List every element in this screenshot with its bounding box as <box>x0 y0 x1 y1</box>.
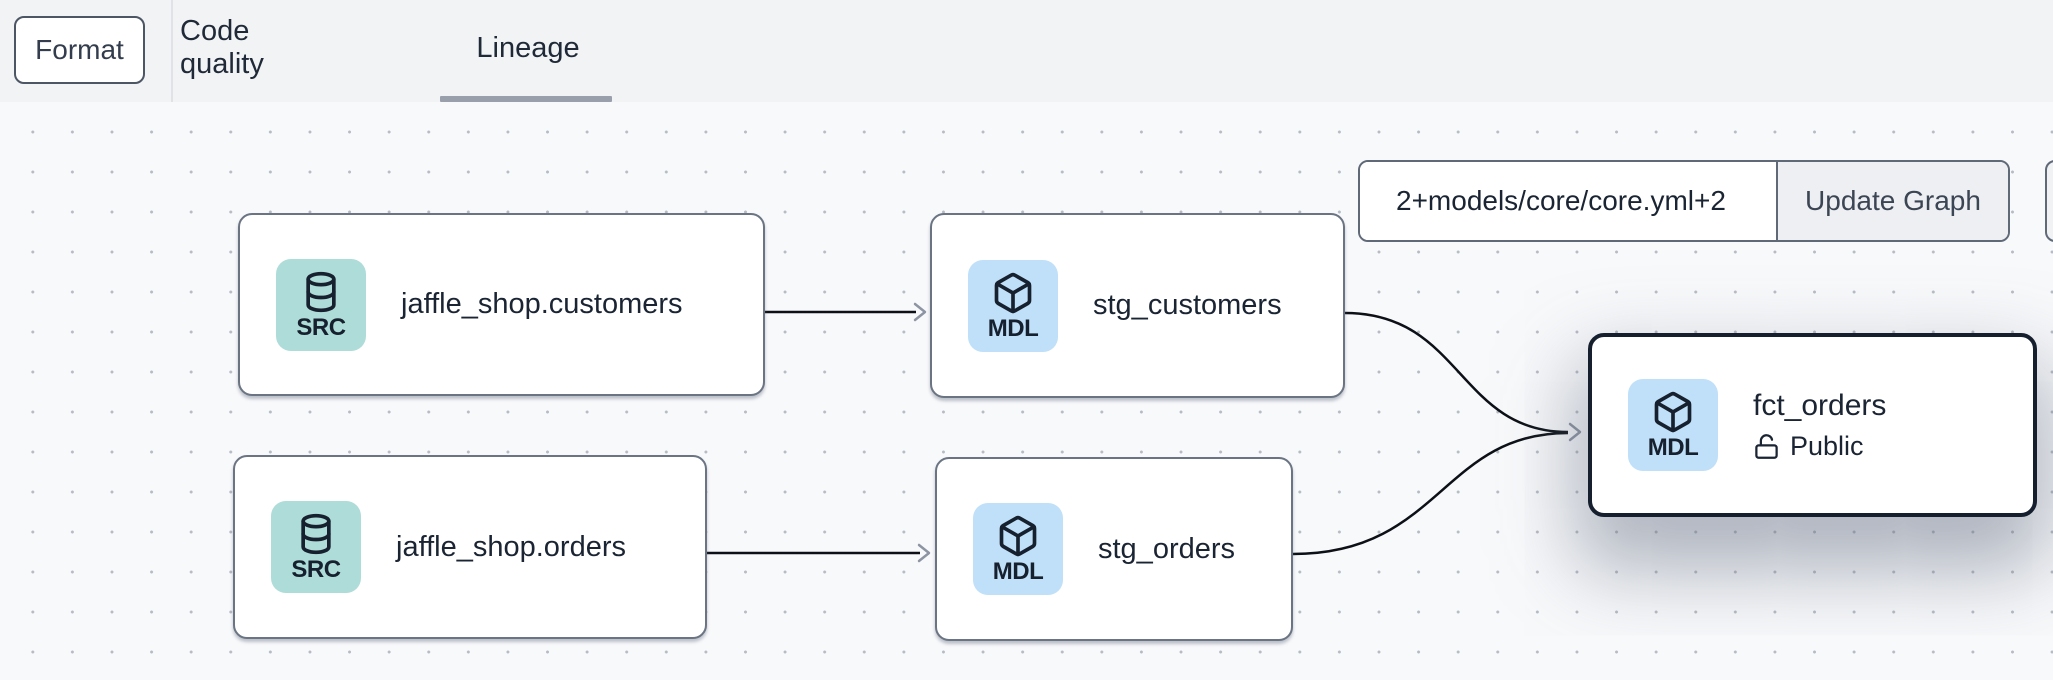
update-graph-button[interactable]: Update Graph <box>1776 162 2008 240</box>
arrow-right-icon <box>913 302 927 322</box>
model-badge: MDL <box>973 503 1063 595</box>
model-badge: MDL <box>968 259 1058 352</box>
access-row: Public <box>1753 431 1886 462</box>
clipped-button[interactable] <box>2045 160 2053 242</box>
node-label: stg_customers <box>1093 289 1282 321</box>
node-jaffle-shop-customers[interactable]: SRC jaffle_shop.customers <box>238 213 765 396</box>
format-button[interactable]: Format <box>14 16 145 84</box>
database-icon <box>306 271 336 312</box>
database-icon <box>301 513 331 555</box>
badge-label: SRC <box>296 313 346 341</box>
node-jaffle-shop-orders[interactable]: SRC jaffle_shop.orders <box>233 455 707 639</box>
access-label: Public <box>1790 430 1864 461</box>
node-fct-orders[interactable]: MDL fct_orders Public <box>1588 333 2037 517</box>
box-icon <box>994 272 1032 313</box>
arrow-right-icon <box>1568 422 1582 442</box>
lineage-canvas[interactable]: SRC jaffle_shop.customers MDL stg_custom… <box>0 102 2053 680</box>
node-stg-orders[interactable]: MDL stg_orders <box>935 457 1293 641</box>
toolbar: Format Code quality Lineage <box>0 0 2053 103</box>
tab-lineage[interactable]: Lineage <box>476 31 580 64</box>
badge-label: SRC <box>291 556 341 583</box>
badge-label: MDL <box>987 314 1039 342</box>
lineage-edges <box>707 302 1582 563</box>
edge-stgcustomers-to-fct <box>1344 311 1569 434</box>
node-label: stg_orders <box>1098 532 1236 565</box>
unlock-icon <box>1755 433 1778 459</box>
badge-label: MDL <box>992 558 1044 585</box>
tab-code-quality[interactable]: Code quality <box>180 15 264 80</box>
badge-label: MDL <box>1647 434 1699 461</box>
source-badge: SRC <box>276 258 366 351</box>
toolbar-divider <box>171 0 173 102</box>
node-stg-customers[interactable]: MDL stg_customers <box>930 213 1345 398</box>
box-icon <box>999 515 1037 557</box>
selector-input[interactable] <box>1360 162 1776 240</box>
box-icon <box>1654 391 1692 433</box>
model-badge: MDL <box>1628 379 1718 471</box>
arrow-right-icon <box>917 543 931 563</box>
edge-stgorders-to-fct <box>1292 431 1569 556</box>
node-label: jaffle_shop.customers <box>401 288 683 320</box>
active-tab-underline <box>440 96 612 102</box>
source-badge: SRC <box>271 501 361 593</box>
node-label: fct_orders <box>1753 388 1887 422</box>
graph-filter-group: Update Graph <box>1358 160 2010 242</box>
node-label: jaffle_shop.orders <box>396 530 627 563</box>
